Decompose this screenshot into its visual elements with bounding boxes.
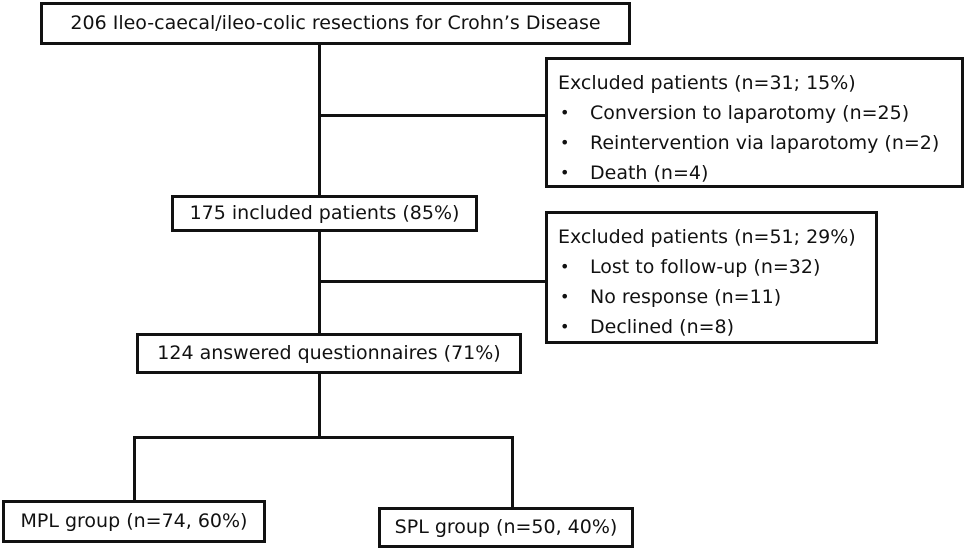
list-item-text: Declined (n=8) <box>590 316 735 338</box>
answered-questionnaires-box: 124 answered questionnaires (71%) <box>136 333 522 374</box>
connector-bottom-vertical <box>318 372 321 438</box>
answered-questionnaires-text: 124 answered questionnaires (71%) <box>157 342 501 364</box>
exclusion-box-1: Excluded patients (n=31; 15%) • Conversi… <box>545 57 964 188</box>
connector-left-drop <box>133 436 136 502</box>
list-item-text: Conversion to laparotomy (n=25) <box>590 102 910 124</box>
bullet: • <box>560 133 570 152</box>
bullet: • <box>560 257 570 276</box>
connector-top-vertical <box>318 44 321 198</box>
connector-right-drop <box>511 436 514 510</box>
total-resections-text: 206 Ileo-caecal/ileo-colic resections fo… <box>70 12 601 34</box>
list-item-text: No response (n=11) <box>590 286 782 308</box>
list-item-text: Reintervention via laparotomy (n=2) <box>590 132 940 154</box>
included-patients-text: 175 included patients (85%) <box>189 202 460 224</box>
mpl-group-box: MPL group (n=74, 60%) <box>2 500 266 543</box>
bullet: • <box>560 287 570 306</box>
spl-group-box: SPL group (n=50, 40%) <box>378 507 634 548</box>
exclusion-box-1-list: • Conversion to laparotomy (n=25) • Rein… <box>558 100 953 190</box>
connector-exclusion-1-branch <box>318 114 548 117</box>
bullet: • <box>560 163 570 182</box>
list-item-text: Lost to follow-up (n=32) <box>590 256 821 278</box>
exclusion-box-2-list: • Lost to follow-up (n=32) • No response… <box>558 254 867 344</box>
list-item: • Reintervention via laparotomy (n=2) <box>558 130 953 160</box>
list-item: • No response (n=11) <box>558 284 867 314</box>
bullet: • <box>560 317 570 336</box>
exclusion-box-2-heading: Excluded patients (n=51; 29%) <box>558 226 856 248</box>
connector-middle-vertical <box>318 230 321 336</box>
exclusion-box-1-heading: Excluded patients (n=31; 15%) <box>558 72 856 94</box>
list-item: • Lost to follow-up (n=32) <box>558 254 867 284</box>
connector-exclusion-2-branch <box>318 280 548 283</box>
list-item-text: Death (n=4) <box>590 162 709 184</box>
connector-split-horizontal <box>133 436 514 439</box>
mpl-group-text: MPL group (n=74, 60%) <box>20 510 248 532</box>
spl-group-text: SPL group (n=50, 40%) <box>394 516 618 538</box>
total-resections-box: 206 Ileo-caecal/ileo-colic resections fo… <box>40 2 631 45</box>
list-item: • Death (n=4) <box>558 160 953 190</box>
included-patients-box: 175 included patients (85%) <box>171 195 478 232</box>
list-item: • Conversion to laparotomy (n=25) <box>558 100 953 130</box>
list-item: • Declined (n=8) <box>558 314 867 344</box>
exclusion-box-2: Excluded patients (n=51; 29%) • Lost to … <box>545 211 878 344</box>
bullet: • <box>560 103 570 122</box>
